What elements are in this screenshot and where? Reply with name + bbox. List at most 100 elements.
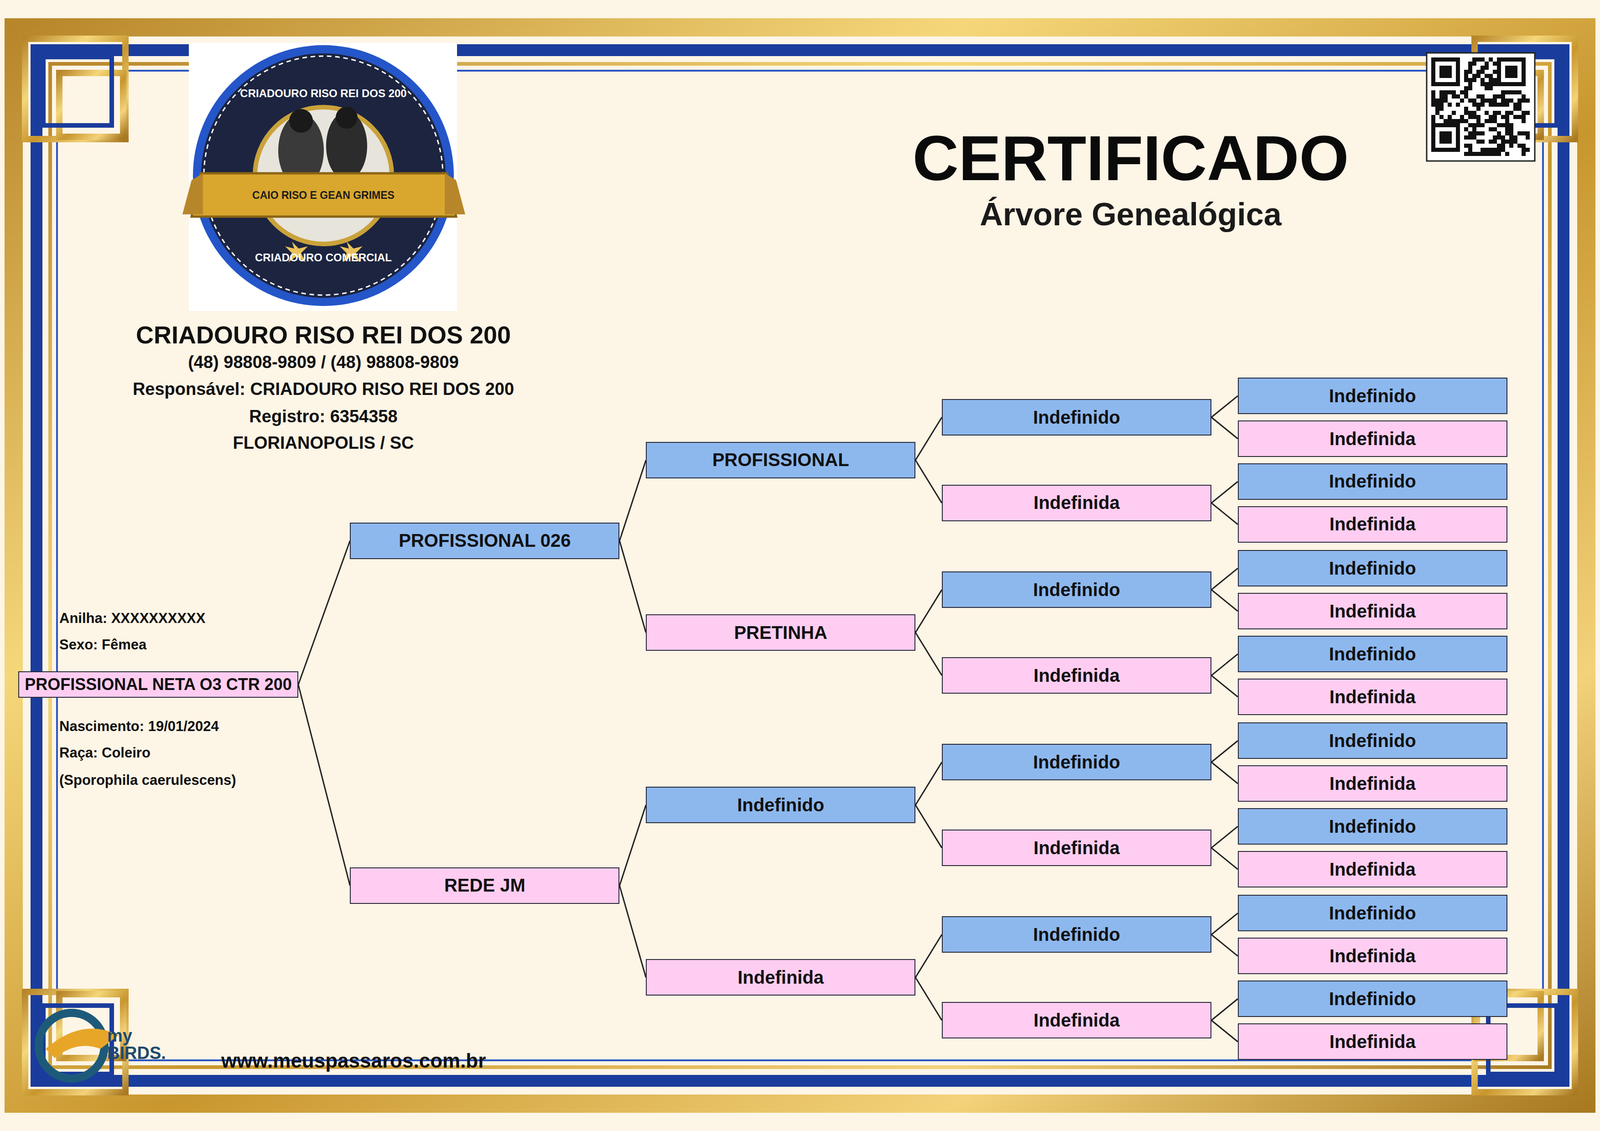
pedigree-name: Indefinida [1033,492,1120,514]
pedigree-box: Indefinido [645,786,916,824]
pedigree-connector [1211,740,1238,763]
pedigree-name: Indefinido [1329,558,1417,579]
pedigree-box: Indefinido [1237,550,1508,587]
pedigree-name: REDE JM [444,875,526,896]
pedigree-box: PRETINHA [645,614,916,651]
breeder-registry: Registro: 6354358 [249,406,398,427]
pedigree-name: Indefinida [1329,945,1416,967]
pedigree-box: Indefinido [941,571,1212,608]
breeder-responsible: Responsável: CRIADOURO RISO REI DOS 200 [132,379,515,400]
pedigree-name: PROFISSIONAL NETA O3 CTR 200 [24,675,292,695]
pedigree-box: Indefinida [1237,1023,1508,1060]
pedigree-box: Indefinido [1237,463,1508,500]
pedigree-name: Indefinida [1329,686,1416,708]
pedigree-connector [915,762,942,806]
pedigree-connector [915,805,942,848]
pedigree-name: Indefinido [1329,471,1417,492]
pedigree-box: PROFISSIONAL NETA O3 CTR 200 [18,671,299,698]
pedigree-connector [1211,998,1238,1021]
pedigree-connector [1211,589,1238,612]
pedigree-name: Indefinida [737,967,824,988]
pedigree-connector [1211,481,1238,504]
pedigree-connector [1211,503,1238,525]
footer-brand: my BIRDS. [107,1027,167,1062]
pedigree-connector [915,417,942,461]
pedigree-connector [619,805,646,886]
pedigree-connector [1211,762,1238,784]
pedigree-name: Indefinido [1329,730,1417,752]
pedigree-connector [915,977,942,1021]
pedigree-connector [619,885,646,978]
pedigree-name: Indefinido [1329,903,1417,924]
breeder-city: FLORIANOPOLIS / SC [233,433,415,453]
pedigree-box: Indefinida [1237,420,1508,458]
pedigree-box: Indefinida [1237,937,1508,975]
pedigree-name: Indefinido [1033,579,1121,601]
bird-birth: Nascimento: 19/01/2024 [59,718,219,735]
pedigree-name: Indefinida [1033,837,1120,859]
pedigree-box: Indefinida [941,484,1212,522]
pedigree-box: Indefinida [1237,592,1508,630]
footer-url: www.meuspassaros.com.br [221,1049,486,1073]
pedigree-connector [1211,1020,1238,1042]
certificate-title: CERTIFICADO [912,121,1350,196]
bird-sex: Sexo: Fêmea [59,636,147,654]
pedigree-connector [915,632,942,676]
pedigree-box: Indefinido [1237,722,1508,759]
pedigree-connector [915,460,942,504]
pedigree-name: Indefinida [1329,1031,1416,1053]
pedigree-name: Indefinido [1329,816,1417,837]
pedigree-box: Indefinida [1237,506,1508,543]
pedigree-name: Indefinido [1329,644,1417,665]
pedigree-connector [1211,826,1238,848]
pedigree-name: Indefinida [1033,665,1120,686]
pedigree-box: Indefinida [1237,851,1508,888]
logo-banner-text: CAIO RISO E GEAN GRIMES [252,189,395,202]
pedigree-name: Indefinida [1329,859,1416,880]
pedigree-connector [1211,568,1238,590]
pedigree-box: Indefinido [941,399,1212,436]
pedigree-box: Indefinida [1237,765,1508,802]
bird-breed: Raça: Coleiro [59,744,151,762]
pedigree-name: Indefinida [1329,773,1416,795]
pedigree-name: Indefinido [1033,924,1121,946]
pedigree-name: Indefinido [737,794,825,816]
pedigree-box: Indefinido [1237,980,1508,1018]
pedigree-connector [1211,675,1238,697]
pedigree-box: Indefinida [645,959,916,996]
pedigree-connector [1211,913,1238,935]
pedigree-box: Indefinido [1237,635,1508,673]
pedigree-connector [1211,934,1238,956]
pedigree-name: Indefinida [1329,601,1416,622]
pedigree-name: Indefinida [1329,514,1416,535]
pedigree-connector [1211,654,1238,676]
pedigree-box: Indefinido [1237,808,1508,845]
breeder-phone: (48) 98808-9809 / (48) 98808-9809 [187,352,459,373]
pedigree-box: Indefinida [941,1002,1212,1039]
pedigree-box: PROFISSIONAL [645,441,916,479]
pedigree-name: Indefinida [1033,1010,1120,1031]
breeder-name: CRIADOURO RISO REI DOS 200 [135,320,511,349]
pedigree-name: PROFISSIONAL 026 [398,530,571,551]
pedigree-box: Indefinida [1237,678,1508,716]
pedigree-name: PROFISSIONAL [712,449,850,471]
pedigree-box: REDE JM [349,867,620,904]
pedigree-connector [1211,395,1238,418]
pedigree-connector [298,684,350,886]
pedigree-box: Indefinido [941,916,1212,953]
pedigree-box: PROFISSIONAL 026 [349,522,620,560]
pedigree-name: Indefinido [1329,988,1417,1010]
pedigree-box: Indefinido [941,743,1212,781]
pedigree-connector [298,540,350,685]
logo-text: CRIADOURO COMERCIAL [254,251,392,265]
pedigree-box: Indefinido [1237,894,1508,932]
bird-ring: Anilha: XXXXXXXXXX [59,610,206,627]
pedigree-connector [1211,847,1238,870]
pedigree-connector [619,460,646,541]
pedigree-connector [915,934,942,978]
pedigree-name: Indefinido [1033,407,1121,428]
pedigree-name: Indefinida [1329,428,1416,450]
pedigree-box: Indefinida [941,657,1212,694]
bird-species: (Sporophila caerulescens) [59,772,237,789]
pedigree-box: Indefinida [941,829,1212,867]
